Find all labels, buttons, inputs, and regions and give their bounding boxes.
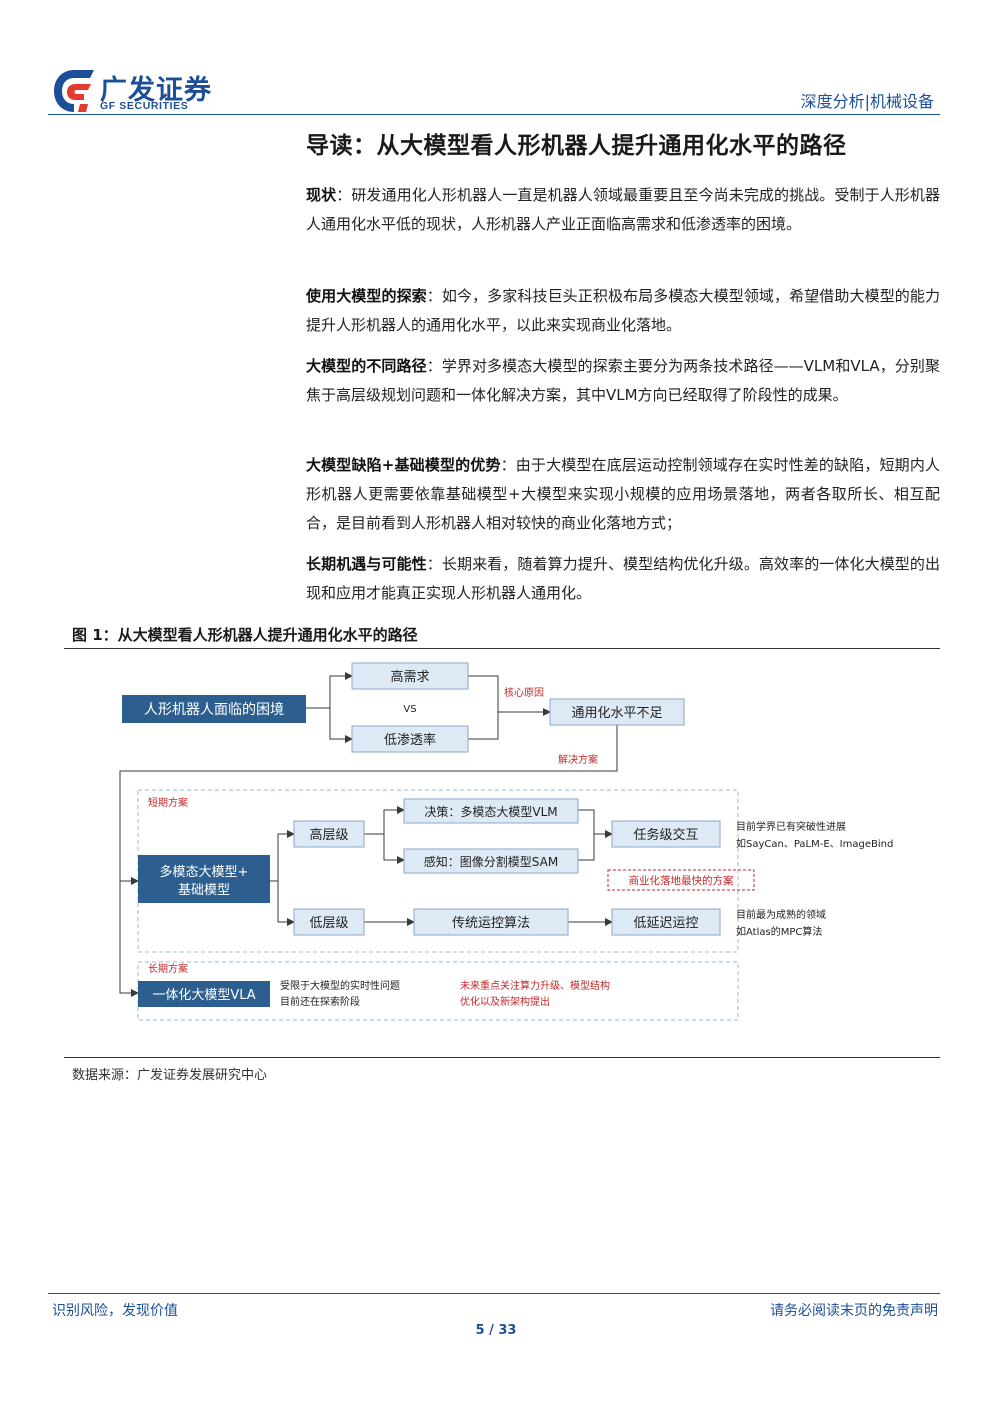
- figure-top-rule: [64, 648, 940, 649]
- vs-label: VS: [403, 704, 416, 715]
- high-demand-box: [351, 662, 469, 690]
- traditional-control-label: 传统运控算法: [452, 916, 530, 931]
- figure-bottom-rule: [64, 1057, 940, 1058]
- future-note-2: 优化以及新架构提出: [460, 995, 550, 1008]
- paragraph-paths: 大模型的不同路径：学界对多模态大模型的探索主要分为两条技术路径——VLM和VLA…: [306, 352, 940, 410]
- paragraph-sep: ：: [500, 456, 516, 474]
- high-level-box: [293, 820, 365, 848]
- paragraph-sep: ：: [336, 186, 352, 204]
- logo: 广发证券 GF SECURITIES: [50, 66, 220, 116]
- multimodal-label-1: 多模态大模型+: [160, 864, 249, 880]
- top-connectors: [119, 672, 618, 997]
- paragraph-sep: ：: [426, 555, 442, 573]
- vla-label: 一体化大模型VLA: [152, 988, 255, 1003]
- low-penetration-box: [351, 725, 469, 753]
- multimodal-label-2: 基础模型: [178, 883, 230, 898]
- multimodal-box: [138, 855, 270, 903]
- footer-slogan: 识别风险，发现价值: [52, 1303, 178, 1319]
- low-latency-label: 低延迟运控: [633, 916, 698, 931]
- dilemma-label: 人形机器人面临的困境: [144, 702, 284, 718]
- paragraph-status: 现状：研发通用化人形机器人一直是机器人领域最重要且至今尚未完成的挑战。受制于人形…: [306, 181, 940, 239]
- paragraph-text: 由于大模型在底层运动控制领域存在实时性差的缺陷，短期内人形机器人更需要依靠基础模…: [306, 456, 940, 532]
- mpc-note-2: 如Atlas的MPC算法: [736, 925, 822, 938]
- solution-label: 解决方案: [558, 753, 598, 766]
- paragraph-text: 长期来看，随着算力提升、模型结构优化升级。高效率的一体化大模型的出现和应用才能真…: [306, 555, 940, 602]
- short-term-label: 短期方案: [148, 796, 188, 809]
- high-level-label: 高层级: [309, 827, 348, 843]
- footer-disclaimer-link[interactable]: 请务必阅读末页的免责声明: [770, 1303, 938, 1319]
- paragraph-label: 大模型缺陷+基础模型的优势: [306, 456, 501, 474]
- page-number: 5 / 33: [475, 1323, 517, 1338]
- dilemma-box: [122, 695, 306, 723]
- commercial-label: 商业化落地最快的方案: [629, 874, 734, 887]
- gf-logo-icon: [54, 70, 94, 112]
- paragraph-sep: ：: [426, 357, 442, 375]
- paragraph-text: 研发通用化人形机器人一直是机器人领域最重要且至今尚未完成的挑战。受制于人形机器人…: [306, 186, 940, 233]
- paragraph-advantages: 大模型缺陷+基础模型的优势：由于大模型在底层运动控制领域存在实时性差的缺陷，短期…: [306, 451, 940, 538]
- page-title: 导读：从大模型看人形机器人提升通用化水平的路径: [306, 133, 847, 159]
- paragraph-exploration: 使用大模型的探索：如今，多家科技巨头正积极布局多模态大模型领域，希望借助大模型的…: [306, 282, 940, 340]
- commercial-box: [607, 869, 755, 891]
- task-interaction-label: 任务级交互: [633, 827, 698, 843]
- future-note-1: 未来重点关注算力升级、模型结构: [460, 979, 610, 992]
- paragraph-sep: ：: [426, 287, 442, 305]
- low-generality-label: 通用化水平不足: [571, 706, 662, 721]
- vlm-note-1: 目前学界已有突破性进展: [736, 820, 846, 833]
- perception-box: [403, 848, 579, 874]
- perception-label: 感知：图像分割模型SAM: [424, 854, 558, 869]
- vla-note-1: 受限于大模型的实时性问题: [280, 979, 400, 992]
- task-interaction-box: [611, 820, 721, 848]
- paragraph-label: 现状: [306, 186, 337, 204]
- header-divider: [48, 114, 940, 115]
- paragraph-label: 使用大模型的探索: [306, 287, 427, 305]
- report-type: 深度分析|机械设备: [800, 92, 934, 111]
- decision-box: [403, 798, 579, 824]
- logo-text-en: GF SECURITIES: [100, 100, 189, 112]
- decision-label: 决策：多模态大模型VLM: [424, 805, 557, 819]
- low-level-box: [293, 908, 365, 936]
- paragraph-text: 学界对多模态大模型的探索主要分为两条技术路径——VLM和VLA，分别聚焦于高层级…: [306, 357, 940, 404]
- short-term-connectors: [270, 806, 613, 926]
- vla-box: [138, 981, 270, 1007]
- figure-title: 图 1：从大模型看人形机器人提升通用化水平的路径: [72, 626, 418, 644]
- paragraph-label: 大模型的不同路径: [306, 357, 427, 375]
- traditional-control-box: [413, 908, 569, 936]
- vlm-note-2: 如SayCan、PaLM-E、ImageBind: [736, 837, 893, 850]
- long-term-label: 长期方案: [148, 962, 188, 975]
- core-reason-label: 核心原因: [504, 686, 544, 699]
- low-latency-box: [611, 908, 721, 936]
- high-demand-label: 高需求: [390, 669, 429, 685]
- path-diagram: 人形机器人面临的困境 高需求 VS 低渗透率 核心原因 通用化水平不足 解决方案…: [119, 662, 893, 1021]
- paragraph-long-term: 长期机遇与可能性：长期来看，随着算力提升、模型结构优化升级。高效率的一体化大模型…: [306, 550, 940, 608]
- logo-text-cn: 广发证券: [100, 75, 212, 106]
- mpc-note-1: 目前最为成熟的领域: [736, 908, 826, 921]
- low-level-label: 低层级: [309, 916, 348, 931]
- low-generality-box: [549, 698, 685, 726]
- vla-note-2: 目前还在探索阶段: [280, 995, 360, 1008]
- paragraph-label: 长期机遇与可能性: [306, 555, 427, 573]
- figure-source: 数据来源：广发证券发展研究中心: [72, 1068, 268, 1083]
- footer-divider: [48, 1293, 940, 1294]
- paragraph-text: 如今，多家科技巨头正积极布局多模态大模型领域，希望借助大模型的能力提升人形机器人…: [306, 287, 940, 334]
- low-penetration-label: 低渗透率: [384, 732, 436, 748]
